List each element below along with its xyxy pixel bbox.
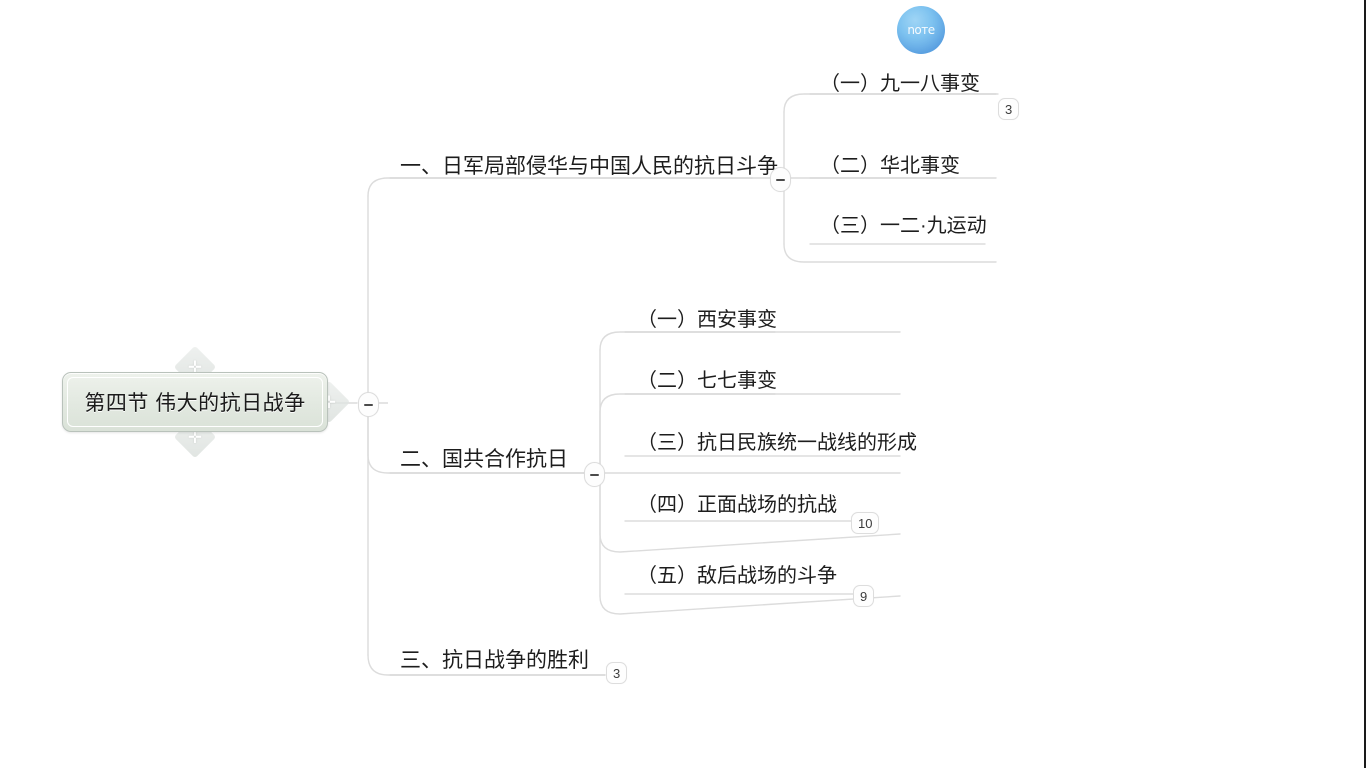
branch-2-child-5-label[interactable]: （五）敌后战场的斗争 [637, 565, 837, 587]
minus-icon [590, 473, 599, 476]
root-handle-top-icon: ✛ [187, 357, 203, 377]
branch-2-child-4-badge[interactable]: 10 [851, 512, 880, 534]
branch-1-child-1-label[interactable]: （一）九一八事变 [820, 73, 980, 95]
watermark-glow [897, 6, 945, 54]
branch-3-badge[interactable]: 3 [606, 662, 628, 684]
root-collapse-toggle[interactable] [358, 392, 379, 417]
branch-3-label[interactable]: 三、抗日战争的胜利 [400, 649, 589, 672]
branch-2-child-5-badge[interactable]: 9 [853, 585, 875, 607]
branch-1-collapse-toggle[interactable] [770, 167, 791, 192]
branch-1-child-3-label[interactable]: （三）一二·九运动 [820, 215, 987, 237]
root-node[interactable]: 第四节 伟大的抗日战争 [62, 372, 328, 432]
branch-1-child-1-badge[interactable]: 3 [998, 98, 1020, 120]
branch-2-child-3-label[interactable]: （三）抗日民族统一战线的形成 [637, 432, 917, 454]
branch-2-child-4-label[interactable]: （四）正面战场的抗战 [637, 494, 837, 516]
branch-2-label[interactable]: 二、国共合作抗日 [400, 448, 568, 471]
branch-1-child-2-label[interactable]: （二）华北事变 [820, 155, 960, 177]
root-handle-bottom-icon: ✛ [187, 427, 203, 447]
minus-icon [776, 178, 785, 181]
branch-1-label[interactable]: 一、日军局部侵华与中国人民的抗日斗争 [400, 155, 778, 178]
branch-2-collapse-toggle[interactable] [584, 462, 605, 487]
root-node-wrapper[interactable]: ✛ ✛ ✛ 第四节 伟大的抗日战争 [62, 345, 351, 459]
watermark-logo-icon: noте [897, 6, 945, 54]
branch-2-child-2-label[interactable]: （二）七七事变 [637, 370, 777, 392]
branch-2-child-1-label[interactable]: （一）西安事变 [637, 309, 777, 331]
watermark-label: noте [907, 23, 935, 37]
root-node-label: 第四节 伟大的抗日战争 [84, 392, 306, 415]
minus-icon [364, 403, 373, 406]
